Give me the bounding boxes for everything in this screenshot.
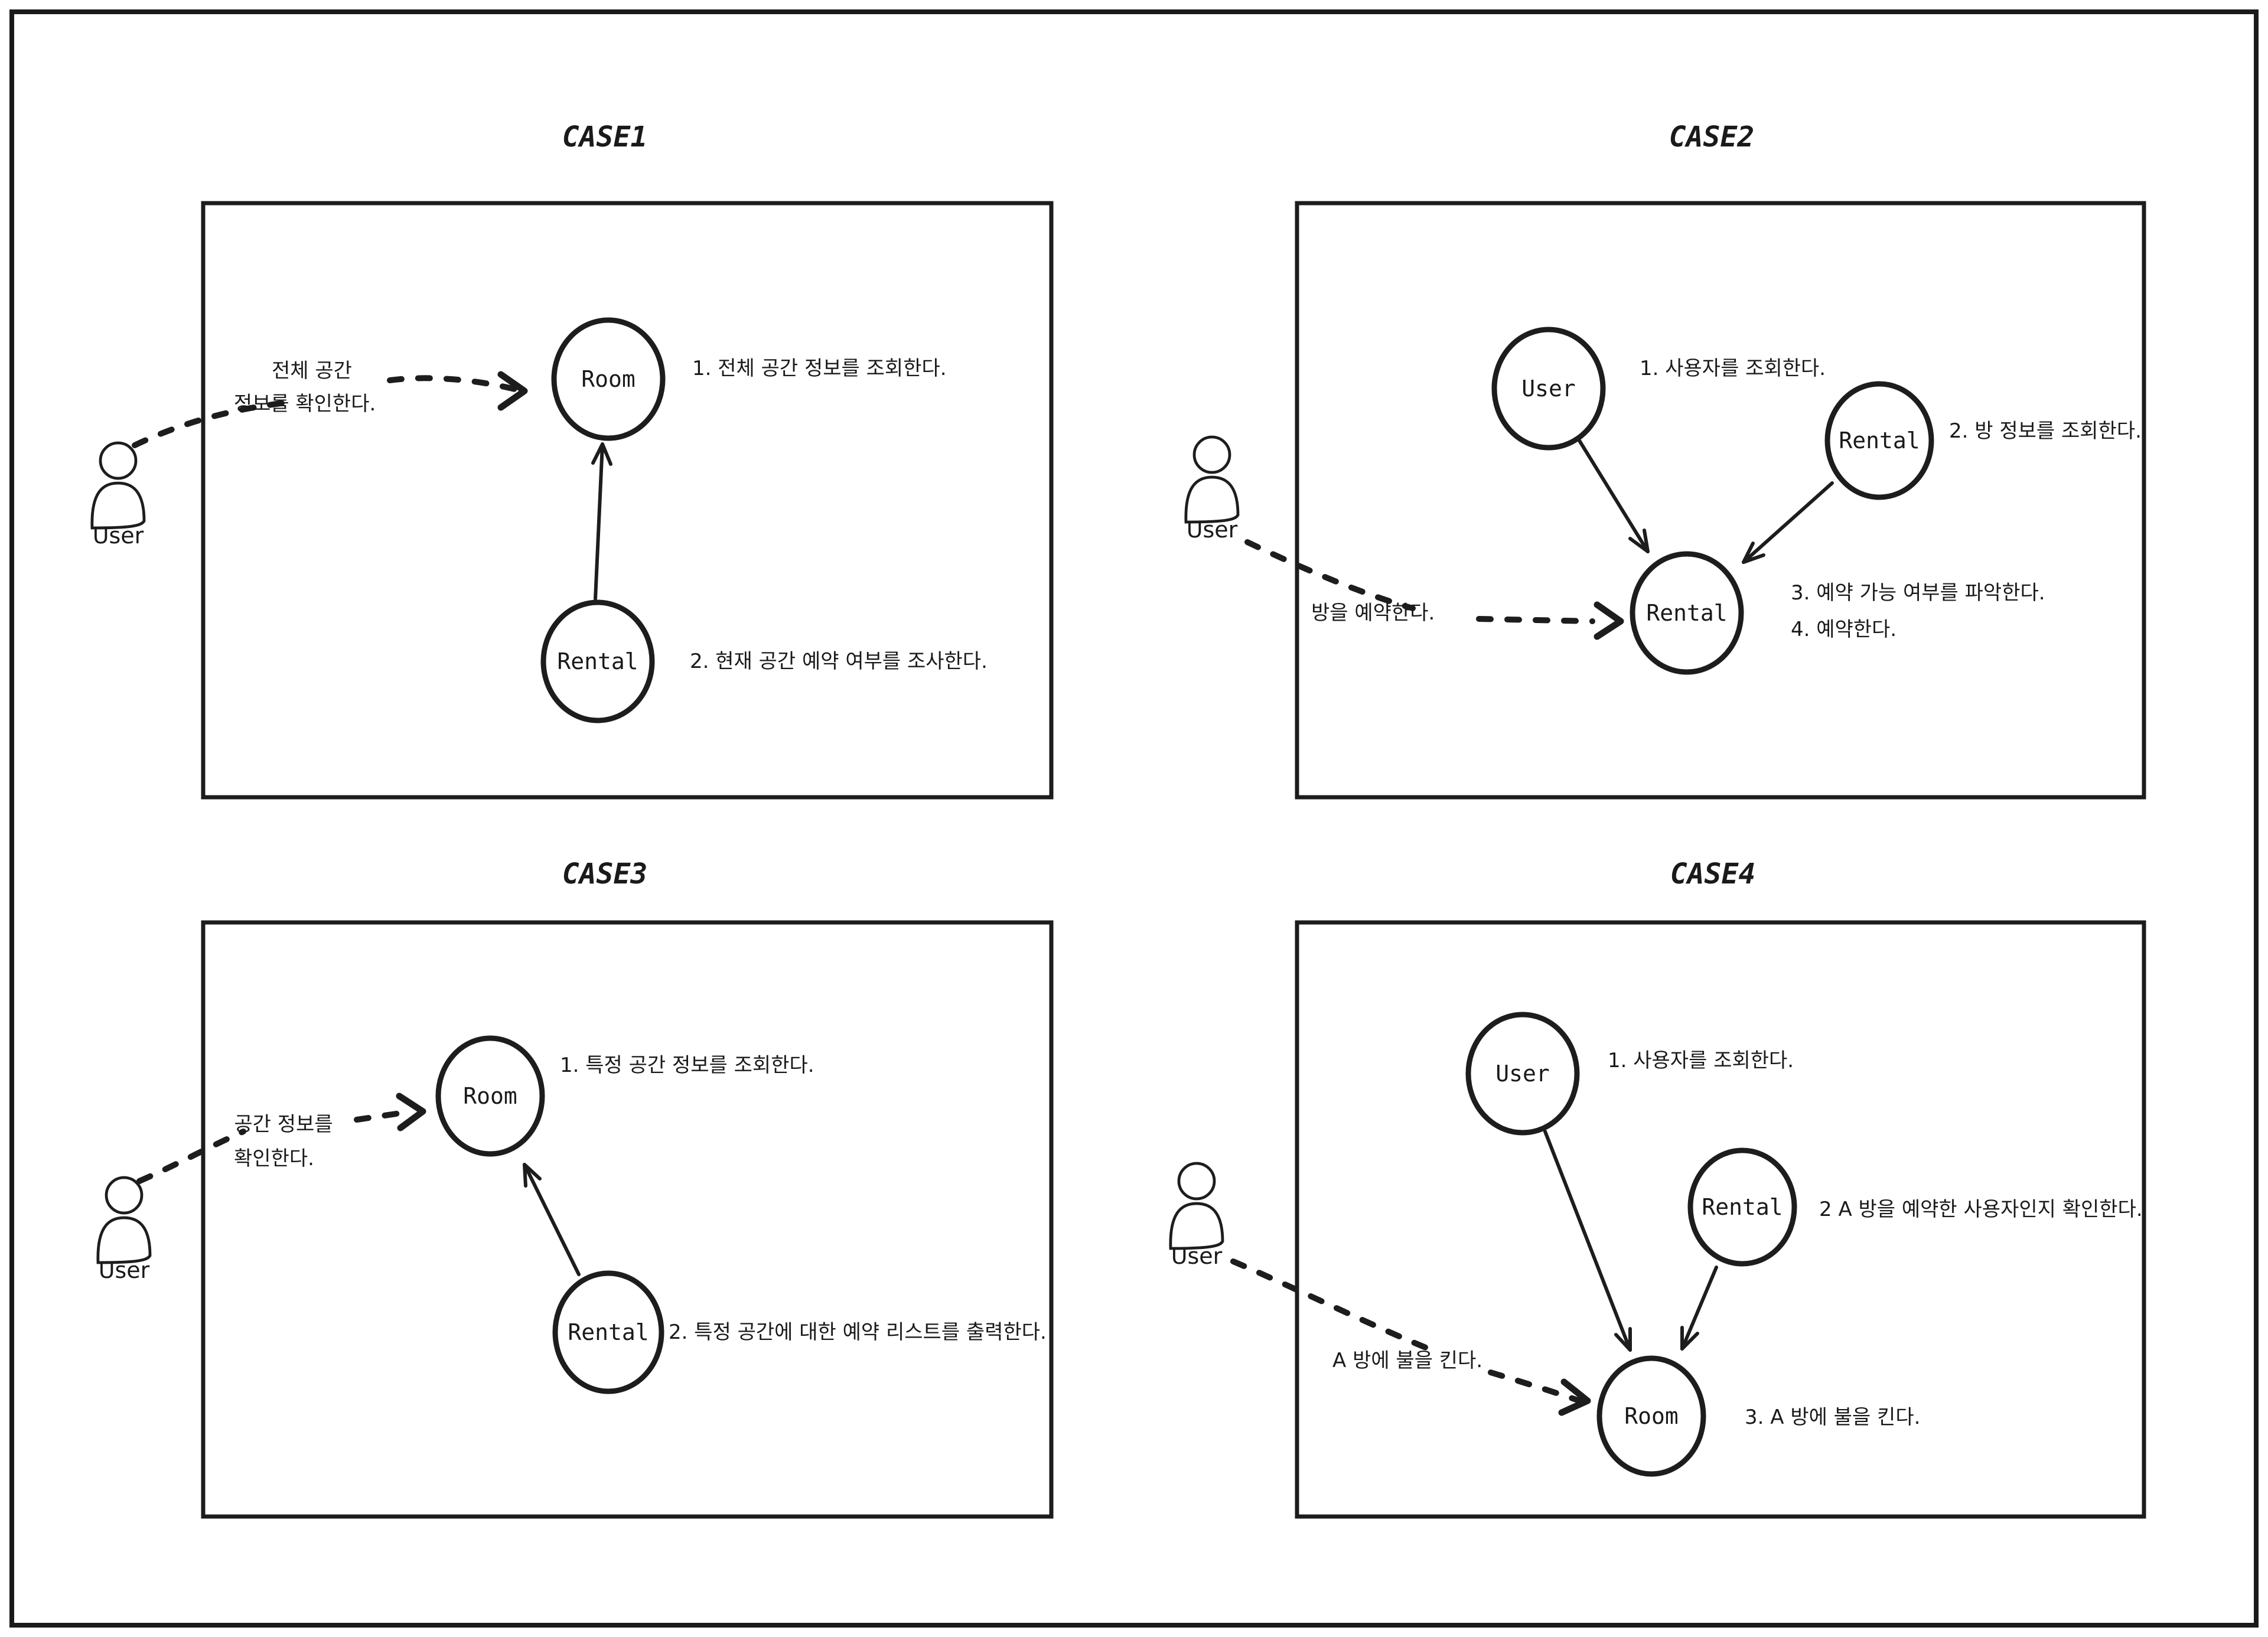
case1-box [201, 201, 1054, 800]
case3-rental-node [552, 1270, 664, 1394]
case3-box [201, 920, 1054, 1519]
case3-panel: CASE3 Room Rental 1. 특정 공간 정보를 조회한다. 2. … [98, 857, 1054, 1519]
case1-room-node [551, 317, 666, 441]
case3-room-node [435, 1035, 545, 1157]
case2-arrowhead-icon [1742, 542, 1765, 564]
case1-arrowhead-icon [591, 442, 612, 466]
case2-action-label: 방을 예약한다. [1311, 601, 1435, 625]
case4-rental-to-room-arrow [1680, 1266, 1718, 1351]
case4-rental-node [1687, 1147, 1797, 1267]
case3-action-label-line1: 공간 정보를 [234, 1113, 333, 1136]
case2-dashed-arrowhead-icon [1594, 601, 1624, 640]
case4-user-node [1465, 1012, 1580, 1136]
case1-user-actor-icon [92, 443, 144, 528]
case2-rental-top-node [1824, 381, 1934, 500]
case4-note-1: 1. 사용자를 조회한다. [1608, 1049, 1794, 1072]
case2-user-actor-icon [1186, 437, 1238, 522]
case2-dashed-arrow-segment [1244, 539, 1416, 611]
case1-actor-label: User [93, 523, 144, 549]
case3-room-label: Room [463, 1083, 517, 1109]
case1-title: CASE1 [562, 120, 648, 154]
case3-user-actor-icon [98, 1178, 150, 1263]
case4-dashed-arrowhead-icon [1558, 1378, 1591, 1416]
case3-dashed-arrowhead-icon [396, 1093, 426, 1131]
case4-rental-label: Rental [1702, 1194, 1783, 1220]
case2-box [1295, 201, 2146, 800]
case1-dashed-arrow-segment [132, 399, 298, 448]
case1-action-label-line1: 전체 공간 [272, 359, 352, 383]
case3-rental-label: Rental [568, 1319, 649, 1345]
case4-user-to-room-arrow [1543, 1130, 1632, 1352]
case1-rental-to-room-arrow [594, 442, 604, 601]
case3-title: CASE3 [562, 857, 648, 891]
case3-dashed-arrow-segment [136, 1129, 246, 1184]
case2-title: CASE2 [1669, 120, 1755, 154]
case2-user-to-rental-arrow [1578, 439, 1650, 553]
case2-arrowhead-icon [1628, 529, 1650, 553]
case2-rental-to-rental-arrow [1742, 481, 1834, 564]
case4-arrowhead-icon [1680, 1326, 1699, 1351]
case4-title: CASE4 [1670, 857, 1756, 891]
case4-arrowhead-icon [1614, 1327, 1632, 1352]
case4-user-node-label: User [1495, 1061, 1550, 1087]
case4-actor-label: User [1171, 1243, 1223, 1269]
case2-panel: CASE2 User Rental Rental 1. 사용자를 조회한다. 2… [1186, 120, 2146, 800]
case2-note-3: 3. 예약 가능 여부를 파악한다. [1791, 581, 2045, 605]
case4-user-actor-icon [1171, 1163, 1223, 1248]
case4-room-node [1596, 1355, 1706, 1477]
case2-rental-bottom-node [1630, 551, 1744, 675]
case2-note-2: 2. 방 정보를 조회한다. [1949, 419, 2142, 443]
case2-note-1: 1. 사용자를 조회한다. [1640, 357, 1826, 380]
case4-panel: CASE4 User Rental Room 1. 사용자를 조회한다. 2 A… [1171, 857, 2146, 1519]
case1-panel: CASE1 Room Rental 1. 전체 공간 정보를 조회한다. 2. … [92, 120, 1054, 800]
case3-rental-to-room-arrow [523, 1163, 581, 1276]
case1-note-1: 1. 전체 공간 정보를 조회한다. [692, 357, 947, 380]
case3-dashed-arrow-segment [354, 1110, 407, 1123]
case3-note-1: 1. 특정 공간 정보를 조회한다. [560, 1054, 814, 1077]
case3-note-2: 2. 특정 공간에 대한 예약 리스트를 출력한다. [669, 1320, 1047, 1344]
case3-action-label-line2: 확인한다. [234, 1147, 314, 1170]
case1-action-label-line2: 정보를 확인한다. [234, 392, 376, 416]
case2-rental-bottom-label: Rental [1646, 600, 1727, 626]
case1-rental-node [540, 599, 655, 723]
case4-room-label: Room [1624, 1403, 1679, 1429]
case4-dashed-arrow-segment [1230, 1258, 1435, 1353]
case1-dashed-arrow-segment [387, 375, 520, 393]
case1-note-2: 2. 현재 공간 예약 여부를 조사한다. [690, 650, 988, 673]
case2-actor-label: User [1187, 517, 1238, 543]
case1-room-label: Room [581, 366, 636, 392]
case4-box [1295, 920, 2146, 1519]
case1-dashed-arrowhead-icon [497, 371, 528, 411]
case4-note-2: 2 A 방을 예약한 사용자인지 확인한다. [1819, 1198, 2143, 1221]
case2-rental-top-label: Rental [1839, 428, 1920, 454]
case4-action-label: A 방에 불을 킨다. [1332, 1349, 1482, 1372]
page-border [9, 9, 2259, 1628]
case4-note-3: 3. A 방에 불을 킨다. [1745, 1406, 1920, 1429]
case3-arrowhead-icon [523, 1163, 542, 1188]
case3-actor-label: User [99, 1257, 150, 1283]
case1-rental-label: Rental [557, 648, 638, 674]
case4-dashed-arrow-segment [1488, 1369, 1586, 1405]
case2-dashed-arrow-segment [1476, 616, 1595, 624]
case2-note-4: 4. 예약한다. [1791, 618, 1896, 641]
case2-user-node [1491, 327, 1606, 451]
case2-user-node-label: User [1521, 376, 1576, 402]
